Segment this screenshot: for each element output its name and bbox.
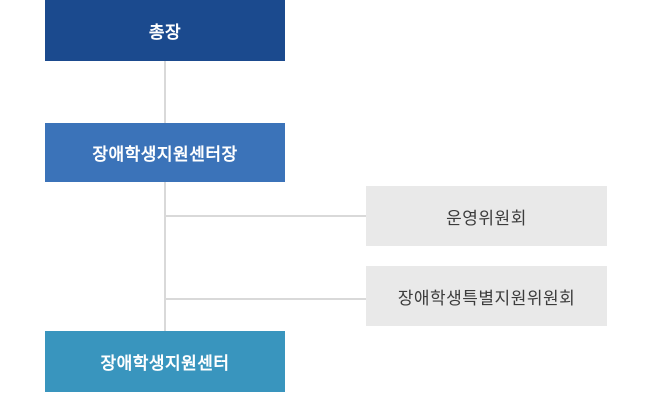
connector-vertical-line: [164, 61, 166, 331]
connector-line-special-support-committee: [165, 298, 366, 300]
connector-line-operating-committee: [165, 215, 366, 217]
org-node-disabled-student-support-center-director: 장애학생지원센터장: [45, 123, 285, 182]
org-node-disabled-student-support-center: 장애학생지원센터: [45, 331, 285, 392]
org-node-president: 총장: [45, 0, 285, 61]
org-node-operating-committee: 운영위원회: [366, 186, 607, 246]
org-node-special-support-committee: 장애학생특별지원위원회: [366, 266, 607, 326]
